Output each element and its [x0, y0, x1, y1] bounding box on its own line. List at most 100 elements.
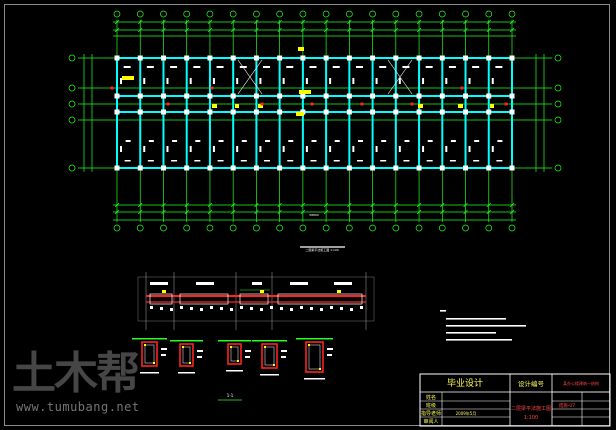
red-marker	[310, 102, 314, 106]
column	[323, 165, 329, 171]
axis-bubble-bottom	[113, 224, 121, 232]
beam-label	[491, 146, 494, 152]
column	[486, 165, 492, 171]
beam-label	[404, 140, 410, 142]
section-outline	[179, 343, 194, 367]
section-slab	[132, 338, 167, 340]
column	[114, 55, 120, 61]
title-block-drawing-name: 二层梁平法施工图	[511, 405, 551, 412]
beam-label	[240, 160, 247, 162]
column	[207, 93, 213, 99]
dimension-tick	[254, 19, 259, 25]
column	[346, 93, 352, 99]
column	[486, 93, 492, 99]
dimension-tick	[114, 27, 120, 33]
column	[207, 109, 213, 115]
dimension-tick	[323, 27, 329, 33]
red-marker	[260, 102, 264, 106]
elevation-span	[239, 293, 269, 305]
section-caption-bar	[226, 370, 243, 372]
dimension-tick	[393, 202, 399, 208]
beam-label	[217, 160, 224, 162]
column	[230, 55, 236, 61]
axis-bubble-top	[160, 10, 167, 18]
beam-label	[356, 160, 363, 162]
dimension-tick	[207, 202, 213, 208]
dimension-tick	[277, 27, 282, 33]
column	[463, 109, 469, 115]
column	[323, 55, 329, 61]
section-label	[245, 350, 251, 352]
column	[230, 93, 236, 99]
beam-label	[263, 66, 271, 68]
column	[253, 165, 259, 171]
column	[370, 55, 376, 61]
column	[137, 93, 143, 99]
dimension-tick	[277, 209, 282, 215]
beam-label	[333, 160, 340, 162]
beam-label	[332, 66, 340, 68]
dimension-tick	[161, 19, 166, 25]
beam-label	[352, 78, 355, 84]
beam-label	[123, 66, 131, 68]
dimension-tick	[393, 27, 399, 33]
plan-columns	[114, 55, 515, 171]
beam-label	[468, 146, 471, 152]
dimension-tick	[393, 19, 399, 25]
axis-bubble-top	[369, 10, 376, 18]
axis-bubble-top	[299, 10, 307, 18]
title-block-sheet-no: 结施-07	[559, 402, 575, 409]
beam-label	[445, 146, 448, 152]
beam-label	[236, 78, 239, 84]
elevation-yellow-mark	[337, 290, 341, 293]
beam-label	[427, 140, 433, 142]
beam-label	[282, 146, 285, 152]
column	[393, 165, 399, 171]
dimension-tick	[370, 209, 375, 215]
yellow-annotation	[299, 90, 311, 94]
yellow-annotation	[296, 112, 304, 116]
axis-bubble-right	[554, 100, 562, 108]
plan-total-dimension: 58800	[309, 213, 319, 217]
elevation-rebar-mark	[230, 308, 233, 311]
section-rebar	[264, 346, 266, 348]
column	[463, 55, 469, 61]
column	[439, 165, 445, 171]
column	[114, 93, 120, 99]
axis-bubble-bottom	[229, 224, 237, 232]
column	[463, 93, 469, 99]
column	[416, 165, 422, 171]
red-marker	[360, 102, 364, 106]
section-stirrup	[308, 344, 321, 370]
section-caption-bar	[178, 372, 195, 374]
beam-label	[216, 66, 224, 68]
beam-label	[403, 160, 410, 162]
beam-label	[357, 140, 363, 142]
axis-bubble-right	[554, 84, 562, 92]
column	[184, 55, 190, 61]
elevation-yellow-mark	[162, 290, 166, 293]
dimension-tick	[416, 27, 422, 33]
dimension-tick	[114, 19, 120, 25]
elevation-frame	[137, 276, 375, 322]
column	[230, 165, 236, 171]
beam-label	[398, 146, 401, 152]
dimension-tick	[230, 202, 236, 208]
section-slab	[252, 340, 287, 342]
title-block: 毕业设计 设计编号 某办公楼建筑—结构 姓名 班级 指导老师 审阅人 2009年…	[419, 373, 611, 427]
beam-label	[448, 66, 456, 68]
beam-label	[125, 140, 131, 142]
beam-label	[352, 146, 355, 152]
beam-label	[120, 78, 122, 84]
dimension-tick	[486, 19, 492, 25]
column	[370, 165, 376, 171]
column	[160, 165, 166, 171]
axis-bubble-top	[415, 10, 423, 18]
column	[416, 93, 422, 99]
dimension-tick	[347, 27, 352, 33]
axis-bubble-bottom	[415, 224, 423, 232]
column	[509, 93, 515, 99]
elevation-rebar-mark	[200, 308, 203, 311]
beam-label	[473, 160, 480, 162]
